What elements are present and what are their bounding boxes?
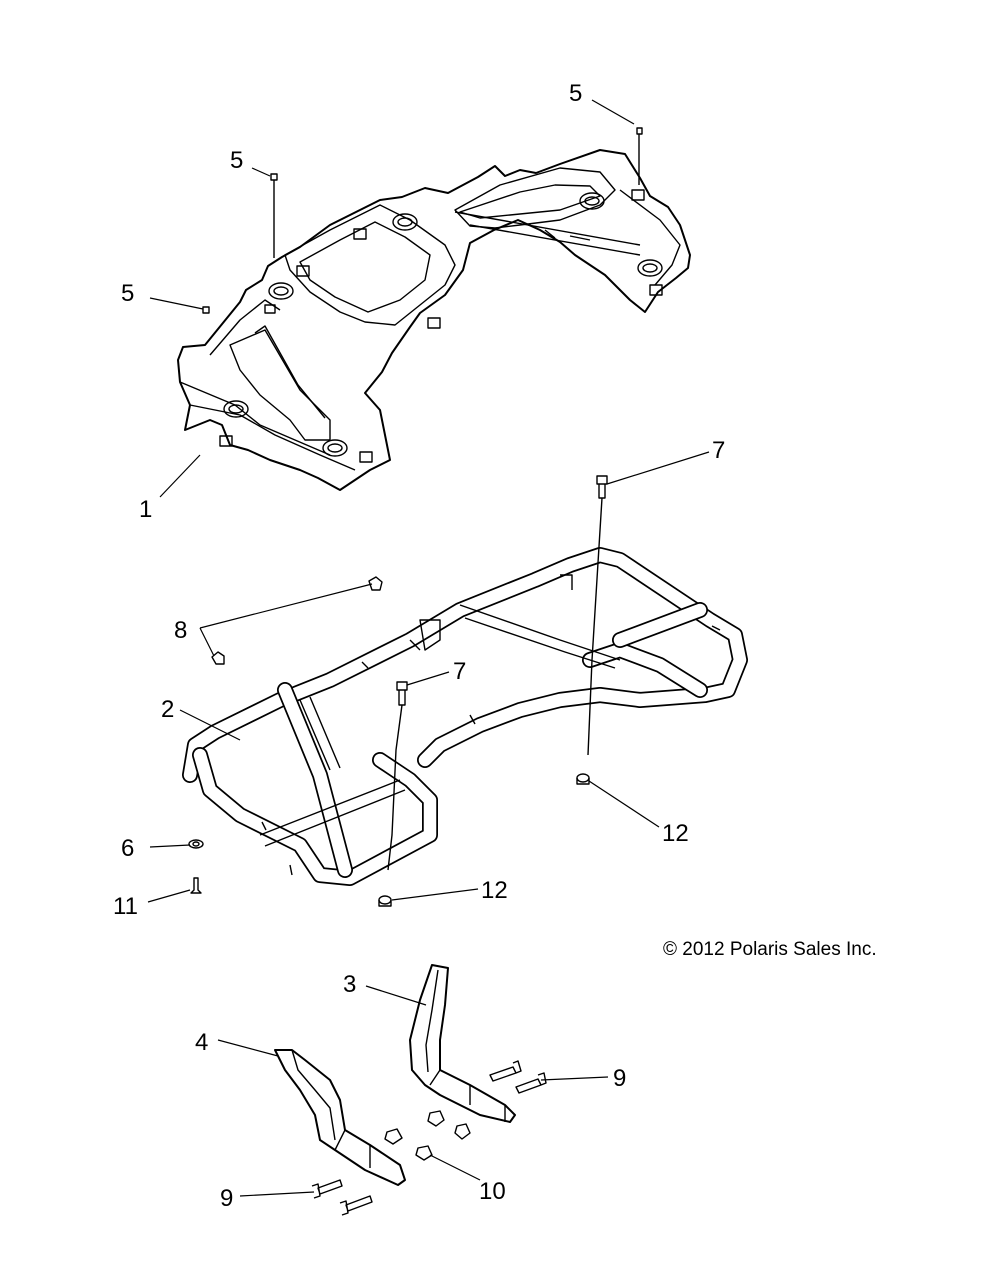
callout-8: 8	[174, 617, 187, 644]
callout-4: 4	[195, 1029, 208, 1056]
callout-11: 11	[113, 893, 138, 920]
callout-9-right: 9	[613, 1065, 626, 1092]
callout-12-right: 12	[662, 820, 689, 847]
rack-frame	[182, 547, 748, 886]
rack-panel	[177, 149, 691, 491]
bracket-left	[274, 1049, 406, 1186]
leader-lines	[147, 99, 710, 1197]
callout-10: 10	[479, 1178, 506, 1205]
callout-3: 3	[343, 971, 356, 998]
fasteners	[188, 127, 643, 1216]
callout-1: 1	[139, 496, 152, 523]
callout-6: 6	[121, 835, 134, 862]
callout-7-right: 7	[712, 437, 725, 464]
copyright-notice: © 2012 Polaris Sales Inc.	[663, 939, 877, 960]
callout-2: 2	[161, 696, 174, 723]
callout-5-top-right: 5	[569, 80, 582, 107]
callout-5-top: 5	[230, 147, 243, 174]
callout-7-center: 7	[453, 658, 466, 685]
callout-12-center: 12	[481, 877, 508, 904]
callout-5-left: 5	[121, 280, 134, 307]
bracket-right	[409, 964, 516, 1123]
callout-9-left: 9	[220, 1185, 233, 1212]
